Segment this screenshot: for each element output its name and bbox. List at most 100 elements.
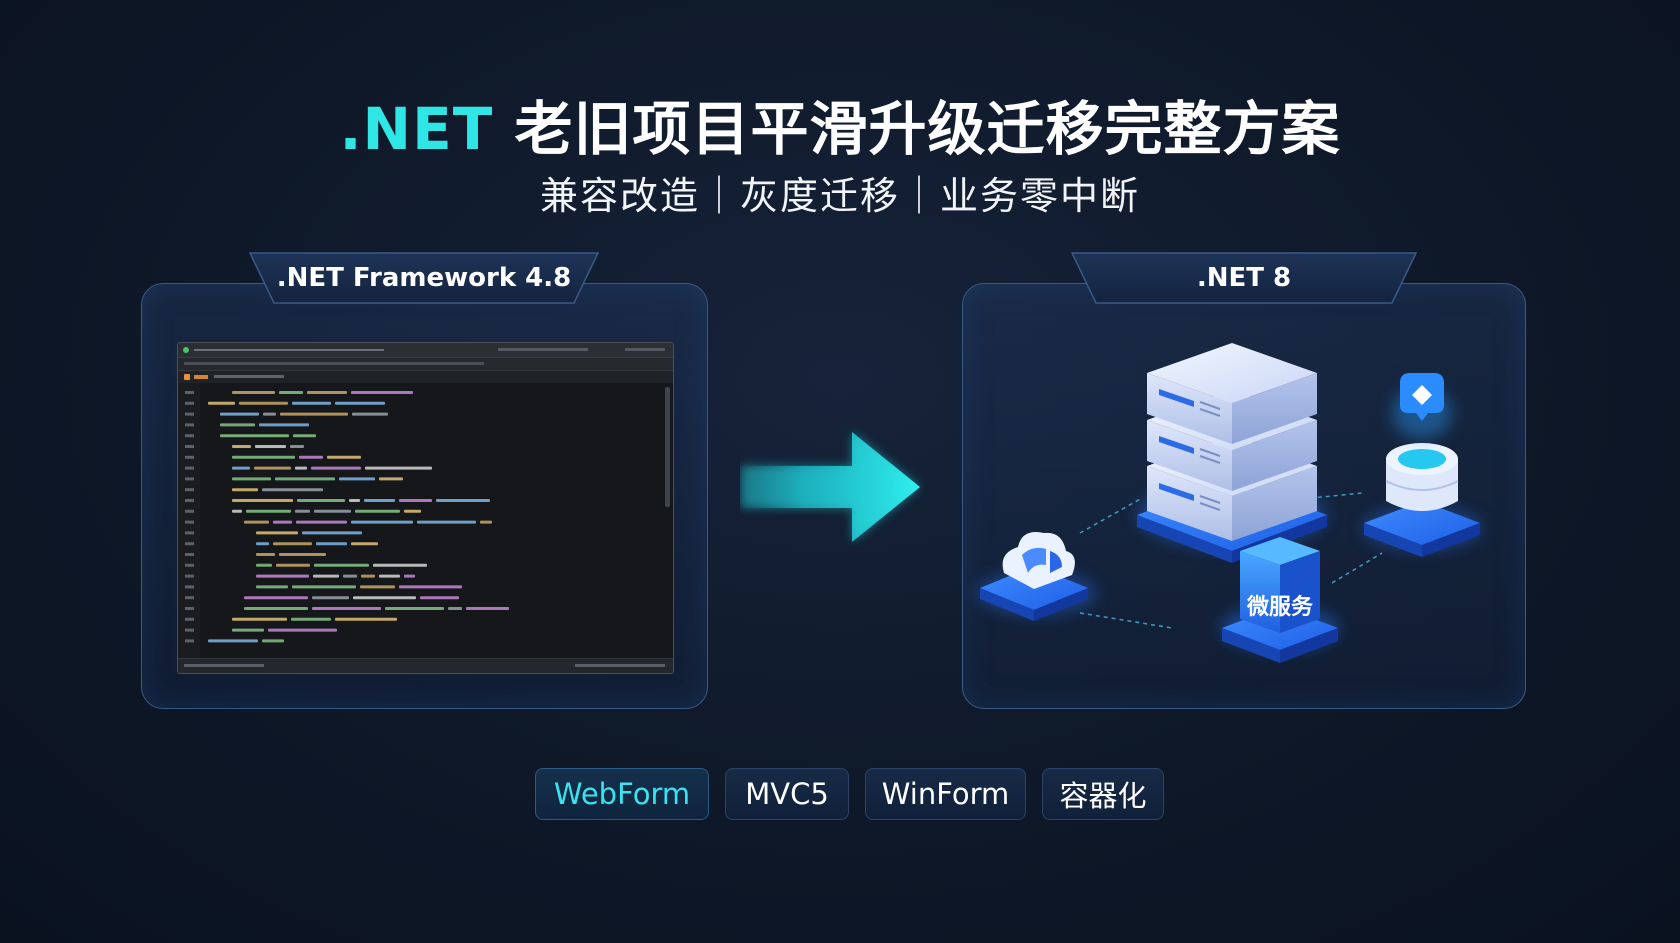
code-token [232, 509, 242, 513]
line-number [185, 563, 194, 567]
code-token [360, 585, 395, 589]
code-token [262, 639, 284, 643]
code-token [254, 466, 291, 470]
code-token [420, 596, 459, 600]
code-token [232, 477, 271, 481]
chip-winform[interactable]: WinForm [865, 768, 1026, 820]
chip-containerization[interactable]: 容器化 [1042, 768, 1164, 820]
code-editor-screenshot [177, 342, 674, 674]
code-token [349, 499, 360, 502]
legacy-tab-label: .NET Framework 4.8 [276, 263, 572, 293]
code-token [302, 531, 362, 535]
code-token [307, 391, 347, 394]
code-token [364, 499, 395, 502]
code-token [292, 585, 356, 589]
code-token [244, 607, 308, 610]
code-token [312, 607, 381, 610]
line-number [185, 434, 194, 438]
line-number [185, 488, 194, 492]
code-token [399, 585, 462, 589]
line-number [185, 401, 194, 405]
code-token [314, 509, 351, 513]
page-subtitle: 兼容改造｜灰度迁移｜业务零中断 [539, 174, 1140, 218]
code-token [290, 445, 304, 448]
line-number [185, 412, 194, 416]
code-token [232, 617, 287, 621]
code-token [361, 574, 375, 578]
code-token [273, 520, 292, 524]
line-number [185, 596, 194, 600]
code-token [263, 412, 276, 416]
chip-webform[interactable]: WebForm [535, 768, 709, 820]
code-token [256, 542, 269, 546]
code-token [404, 509, 421, 513]
code-token [373, 563, 427, 567]
code-token [244, 520, 269, 524]
code-token [232, 628, 264, 632]
editor-toolbar [178, 358, 673, 371]
code-token [314, 563, 369, 567]
line-number [185, 542, 194, 546]
database-node-icon [1362, 443, 1482, 557]
code-token [293, 434, 316, 438]
code-token [351, 520, 413, 524]
page-title: .NET 老旧项目平滑升级迁移完整方案 [0, 82, 1680, 166]
code-token [220, 412, 259, 416]
editor-statusbar [178, 658, 673, 673]
code-token [220, 423, 255, 427]
editor-body [178, 383, 673, 659]
code-token [399, 499, 432, 502]
code-token [297, 499, 345, 502]
code-token [232, 499, 293, 502]
title-rest: 老旧项目平滑升级迁移完整方案 [514, 95, 1341, 163]
code-token [256, 563, 272, 567]
code-token [312, 596, 349, 600]
code-token [385, 607, 444, 610]
line-number [185, 628, 194, 632]
line-number [185, 445, 194, 448]
code-token [268, 628, 337, 632]
code-token [480, 520, 492, 524]
code-token [208, 639, 258, 643]
code-token [256, 553, 275, 556]
code-token [296, 520, 347, 524]
code-token [379, 574, 400, 578]
code-token [351, 542, 378, 546]
code-token [295, 509, 310, 513]
code-token [353, 596, 416, 600]
line-number [185, 391, 194, 394]
code-token [246, 509, 291, 513]
code-token [355, 509, 400, 513]
code-token [232, 391, 275, 394]
code-token [208, 401, 235, 405]
code-token [339, 477, 375, 481]
code-token [448, 607, 462, 610]
code-token [232, 488, 258, 492]
code-token [436, 499, 490, 502]
code-token [232, 445, 251, 448]
line-number [185, 520, 194, 524]
code-token [279, 553, 326, 556]
modern-tab: .NET 8 [1070, 252, 1418, 304]
line-number [185, 499, 194, 502]
editor-titlebar [178, 343, 673, 358]
code-token [292, 401, 331, 405]
code-token [351, 391, 413, 394]
cloud-node-icon [977, 531, 1097, 621]
code-token [404, 574, 415, 578]
code-token [256, 531, 298, 535]
line-number [185, 477, 194, 481]
code-token [276, 563, 310, 567]
line-number [185, 509, 194, 513]
code-token [295, 466, 307, 470]
code-token [256, 585, 288, 589]
line-number [185, 617, 194, 621]
badge-icon [1392, 373, 1452, 439]
line-number [185, 639, 194, 643]
line-number [185, 423, 194, 427]
chip-mvc5[interactable]: MVC5 [725, 768, 849, 820]
code-token [244, 596, 308, 600]
code-token [379, 477, 403, 481]
microservice-node-icon: 微服务 [1220, 537, 1340, 663]
code-token [256, 574, 309, 578]
